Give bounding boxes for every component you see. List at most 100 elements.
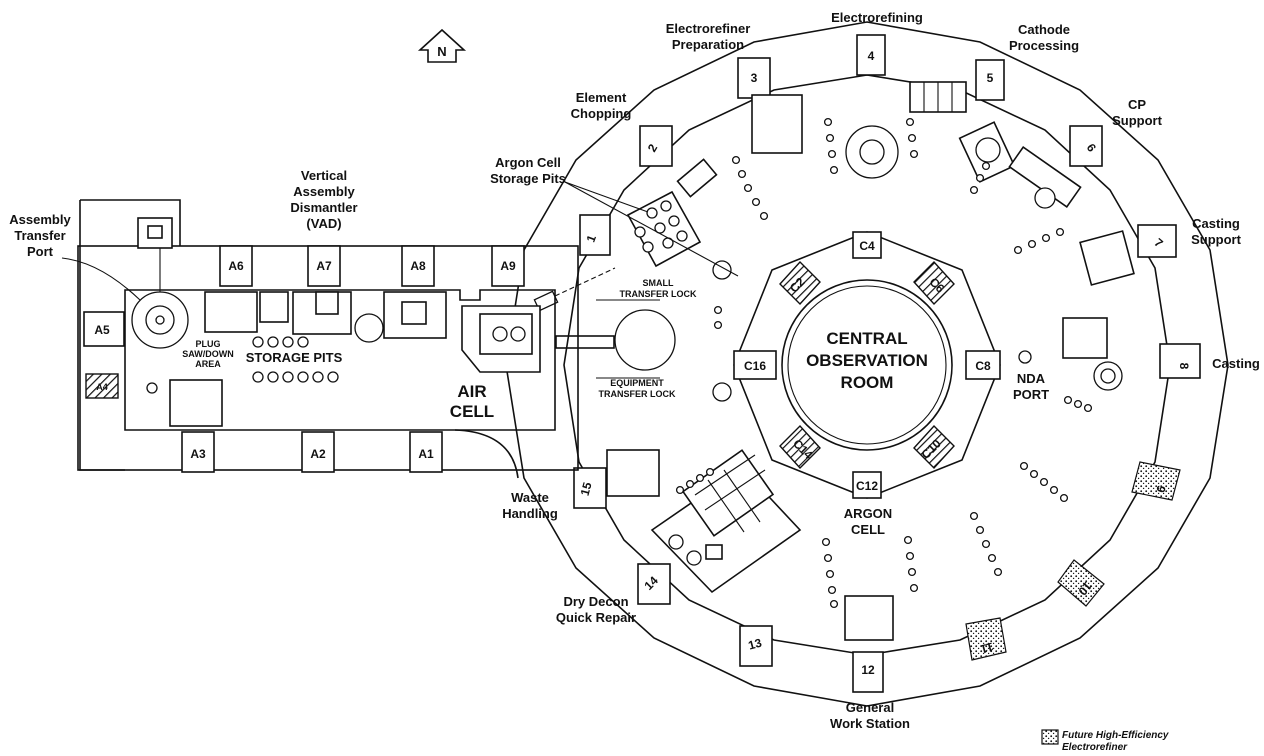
pit-dot (1029, 469, 1039, 479)
cell-port-c16: C16 (733, 350, 777, 380)
pit-dot (975, 173, 985, 183)
svg-text:C4: C4 (859, 239, 875, 253)
svg-text:Argon Cell: Argon Cell (495, 155, 561, 170)
air-port-a4: A4 (85, 373, 119, 399)
cell-port-c12: C12 (852, 471, 882, 499)
pit-dot (969, 511, 979, 521)
legend-future-electrorefiner: Future High-Efficiency Electrorefiner (1041, 729, 1169, 753)
label-assembly-transfer-port: Assembly Transfer Port (9, 212, 141, 301)
air-port-a2: A2 (301, 431, 335, 473)
svg-text:CENTRAL: CENTRAL (826, 329, 907, 348)
pit-dot (909, 583, 919, 593)
pit-dot (759, 211, 769, 221)
svg-text:A1: A1 (418, 447, 434, 461)
svg-text:8: 8 (1177, 363, 1191, 370)
svg-text:OBSERVATION: OBSERVATION (806, 351, 928, 370)
pit-dot (829, 599, 839, 609)
svg-text:Assembly: Assembly (9, 212, 71, 227)
label-cp-support: CP Support (1112, 97, 1162, 128)
svg-text:AREA: AREA (195, 359, 221, 369)
pit-dot (825, 133, 835, 143)
pit-dot (823, 553, 833, 563)
window-3: 3 (737, 57, 771, 99)
svg-text:ARGON: ARGON (844, 506, 892, 521)
label-cathode-processing: Cathode Processing (1009, 22, 1079, 53)
svg-text:SMALL: SMALL (643, 278, 674, 288)
label-general-work-station: General Work Station (830, 700, 910, 731)
pit-dot (907, 567, 917, 577)
svg-text:A9: A9 (500, 259, 516, 273)
svg-text:Support: Support (1112, 113, 1162, 128)
air-port-a5: A5 (83, 311, 125, 347)
svg-text:1: 1 (584, 233, 600, 244)
cell-port-c4: C4 (852, 231, 882, 259)
svg-text:Chopping: Chopping (571, 106, 632, 121)
label-nda-port: NDA PORT (1013, 371, 1049, 402)
label-argon-cell: ARGON CELL (844, 506, 892, 537)
svg-text:Transfer: Transfer (14, 228, 65, 243)
pit-dot (1055, 227, 1065, 237)
svg-text:C12: C12 (856, 479, 878, 493)
svg-text:SAW/DOWN: SAW/DOWN (182, 349, 234, 359)
air-port-a9: A9 (491, 245, 525, 287)
pit-dot (695, 473, 705, 483)
svg-text:Handling: Handling (502, 506, 558, 521)
svg-text:PLUG: PLUG (195, 339, 220, 349)
label-vertical-assembly-dismantler: Vertical Assembly Dismantler (VAD) (290, 168, 357, 231)
pit-dot (675, 485, 685, 495)
svg-text:11: 11 (979, 639, 995, 656)
label-central-observation-room: CENTRAL OBSERVATION ROOM (806, 329, 928, 392)
svg-text:Casting: Casting (1192, 216, 1240, 231)
pit-dot (829, 165, 839, 175)
svg-text:Preparation: Preparation (672, 37, 744, 52)
pit-dot (981, 539, 991, 549)
pit-dot (827, 585, 837, 595)
svg-text:Processing: Processing (1009, 38, 1079, 53)
pit-dot (685, 479, 695, 489)
label-electrorefining: Electrorefining (831, 10, 923, 25)
pit-dot (909, 149, 919, 159)
svg-text:9: 9 (1153, 484, 1168, 494)
svg-text:TRANSFER LOCK: TRANSFER LOCK (620, 289, 697, 299)
svg-text:CP: CP (1128, 97, 1146, 112)
svg-text:(VAD): (VAD) (306, 216, 341, 231)
svg-text:A6: A6 (228, 259, 244, 273)
pit-dot (1039, 477, 1049, 487)
pit-dot (705, 467, 715, 477)
cell-port-c8: C8 (965, 350, 1001, 380)
equipment-transfer-lock (533, 267, 676, 379)
window-11-future: 11 (965, 617, 1007, 661)
argon-cell-storage-pits (626, 190, 702, 268)
pit-dot (713, 305, 723, 315)
window-8: 8 (1159, 343, 1201, 379)
pit-dot (1013, 245, 1023, 255)
pit-dot (905, 551, 915, 561)
svg-text:Waste: Waste (511, 490, 549, 505)
svg-text:Cathode: Cathode (1018, 22, 1070, 37)
svg-text:Dismantler: Dismantler (290, 200, 357, 215)
svg-text:TRANSFER LOCK: TRANSFER LOCK (599, 389, 676, 399)
window-5: 5 (975, 59, 1005, 101)
label-waste-handling: Waste Handling (502, 490, 558, 521)
pit-dot (993, 567, 1003, 577)
svg-text:3: 3 (751, 71, 758, 85)
cell-port-c2: C2 (779, 260, 821, 306)
argon-cell-equipment (606, 81, 1135, 641)
pit-dot (981, 161, 991, 171)
air-port-a3: A3 (181, 431, 215, 473)
pit-dot (743, 183, 753, 193)
svg-text:CELL: CELL (851, 522, 885, 537)
svg-text:N: N (437, 44, 446, 59)
svg-text:C16: C16 (744, 359, 766, 373)
pit-dot (1027, 239, 1037, 249)
pit-dot (907, 133, 917, 143)
pit-dot (821, 537, 831, 547)
label-casting-support: Casting Support (1191, 216, 1241, 247)
pit-dot (1073, 399, 1083, 409)
svg-text:ROOM: ROOM (841, 373, 894, 392)
window-2: 2 (639, 125, 673, 167)
svg-text:Work Station: Work Station (830, 716, 910, 731)
pit-dot (987, 553, 997, 563)
svg-text:Electrorefiner: Electrorefiner (666, 21, 751, 36)
